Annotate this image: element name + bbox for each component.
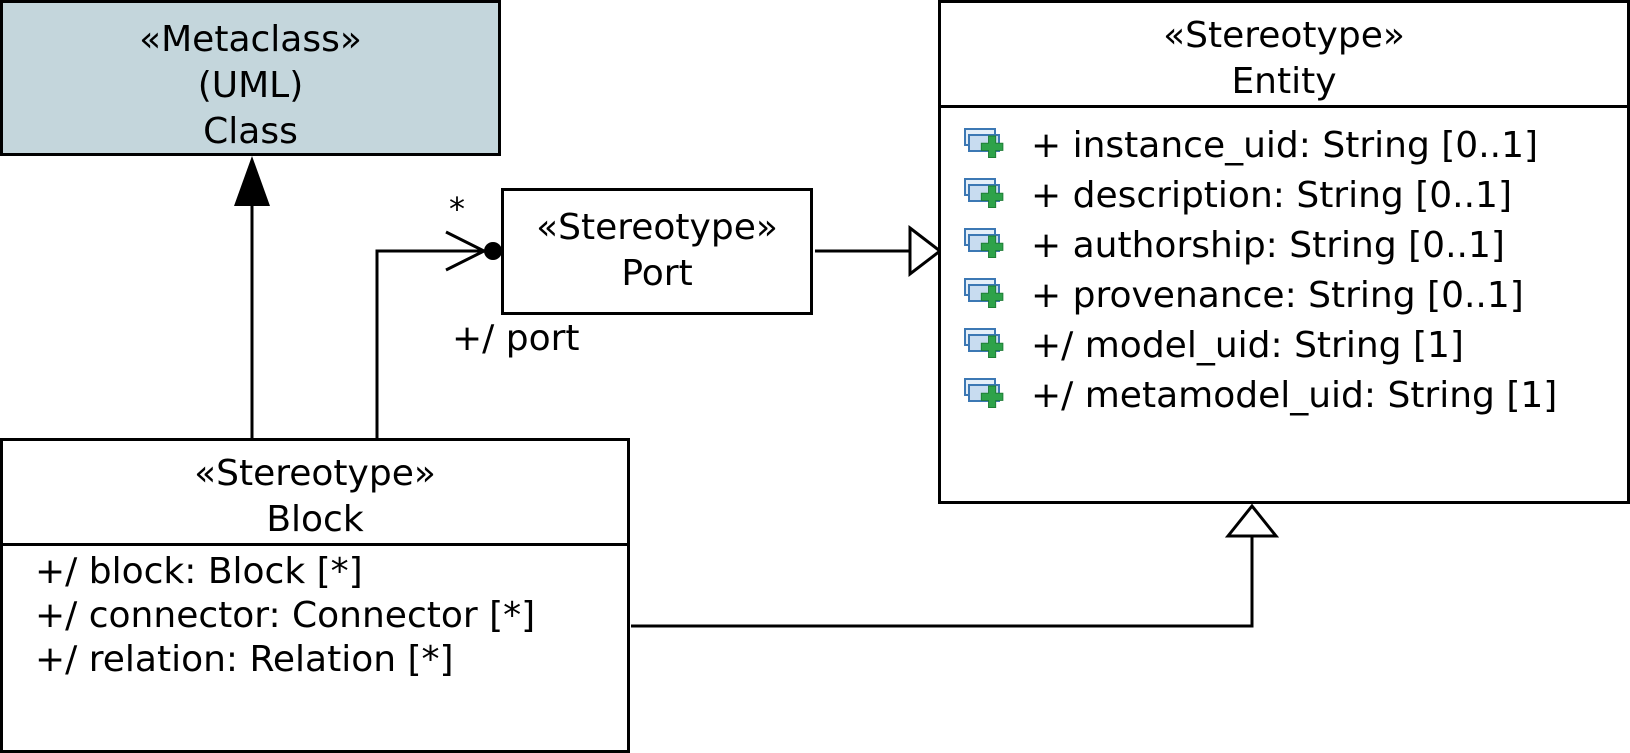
port-box[interactable]: «Stereotype» Port [501,188,813,315]
entity-attribute-text: + instance_uid: String [0..1] [1031,124,1539,166]
entity-attribute[interactable]: + description: String [0..1] [963,170,1627,220]
port-multiplicity-label: * [449,190,465,228]
block-name: Block [266,499,364,540]
entity-attribute[interactable]: + provenance: String [0..1] [963,270,1627,320]
port-association [375,230,502,438]
entity-name: Entity [1231,61,1337,102]
block-generalization-arrow [631,503,1280,628]
add-attribute-icon [963,125,1031,165]
entity-attribute[interactable]: + instance_uid: String [0..1] [963,120,1627,170]
port-role-label: +/ port [452,318,580,359]
entity-attribute-text: +/ model_uid: String [1] [1031,324,1464,366]
block-compartment: +/ block: Block [*] +/ connector: Connec… [3,543,627,682]
entity-attribute-text: + description: String [0..1] [1031,174,1513,216]
entity-attribute-text: + provenance: String [0..1] [1031,274,1524,316]
add-attribute-icon [963,325,1031,365]
metaclass-qualifier: (UML) [197,65,304,106]
block-attribute[interactable]: +/ block: Block [*] [35,551,363,592]
add-attribute-icon [963,175,1031,215]
block-attribute[interactable]: +/ relation: Relation [*] [35,639,454,680]
add-attribute-icon [963,225,1031,265]
entity-attribute[interactable]: +/ metamodel_uid: String [1] [963,370,1627,420]
entity-stereotype: «Stereotype» [1163,15,1405,56]
block-box[interactable]: «Stereotype» Block +/ block: Block [*] +… [0,438,630,753]
metaclass-name: Class [203,111,298,152]
entity-box[interactable]: «Stereotype» Entity + instance_uid: Stri… [938,0,1630,504]
metaclass-stereotype: «Metaclass» [139,19,362,60]
metaclass-box[interactable]: «Metaclass» (UML) Class [0,0,501,156]
extension-arrow [234,156,270,438]
entity-attribute-text: +/ metamodel_uid: String [1] [1031,374,1558,416]
entity-attribute[interactable]: +/ model_uid: String [1] [963,320,1627,370]
add-attribute-icon [963,375,1031,415]
port-name: Port [621,253,693,294]
entity-attribute-text: + authorship: String [0..1] [1031,224,1505,266]
block-stereotype: «Stereotype» [194,453,436,494]
port-generalization-arrow [815,224,943,278]
add-attribute-icon [963,275,1031,315]
entity-compartment: + instance_uid: String [0..1] + descripti… [941,105,1627,420]
port-stereotype: «Stereotype» [536,207,778,248]
entity-attribute[interactable]: + authorship: String [0..1] [963,220,1627,270]
block-attribute[interactable]: +/ connector: Connector [*] [35,595,536,636]
